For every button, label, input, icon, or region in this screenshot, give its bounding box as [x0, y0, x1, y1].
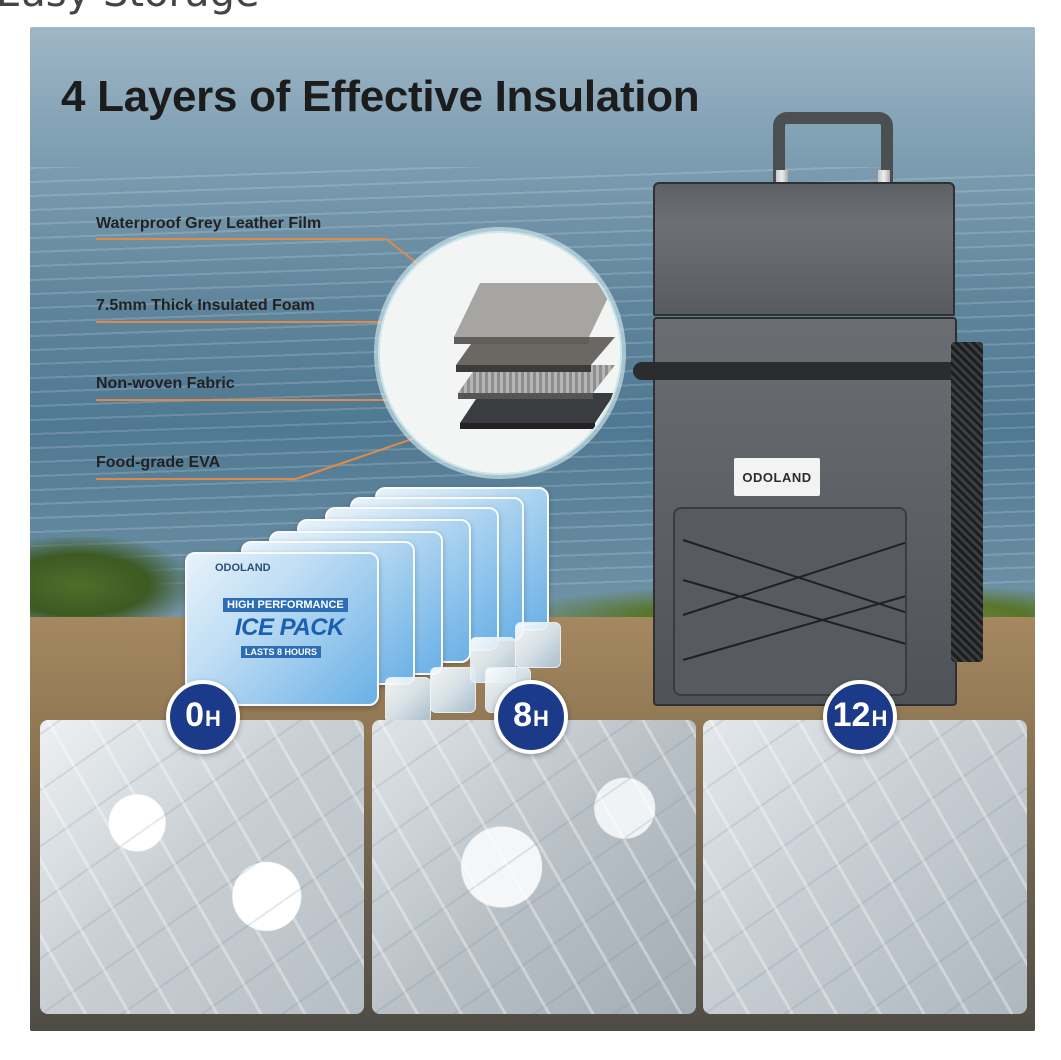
- ice-cube: [515, 622, 561, 668]
- front-pocket: [673, 507, 907, 696]
- leader-line-foam: [96, 321, 396, 323]
- trolley-handle: [773, 112, 893, 182]
- layer-label-foam: 7.5mm Thick Insulated Foam: [96, 297, 315, 314]
- ice-photo-12h: [703, 720, 1027, 1014]
- page-title: 4 Layers of Effective Insulation: [61, 72, 700, 121]
- side-mesh-pocket: [951, 342, 983, 662]
- layer-label-eva: Food-grade EVA: [96, 454, 221, 471]
- ice-cube: [430, 667, 476, 713]
- leader-line-eva: [96, 478, 296, 480]
- cooler-top-compartment: [653, 182, 955, 316]
- leader-line-film: [96, 238, 386, 240]
- leader-line-fabric: [96, 399, 396, 401]
- ice-pack-subtitle: LASTS 8 HOURS: [241, 646, 322, 658]
- ice-cube: [385, 677, 431, 723]
- ice-pack-brand: ODOLAND: [215, 562, 271, 574]
- layer-label-film: Waterproof Grey Leather Film: [96, 215, 322, 232]
- cooler-brand-label: ODOLAND: [734, 458, 820, 496]
- ice-pack-group: ODOLAND HIGH PERFORMANCE ICE PACK LASTS …: [185, 487, 561, 723]
- ice-photo-0h: [40, 720, 364, 1014]
- cooler-backpack: ODOLAND: [633, 112, 983, 706]
- layer-label-fabric: Non-woven Fabric: [96, 375, 235, 392]
- ice-photo-8h: [372, 720, 696, 1014]
- side-strap: [633, 362, 978, 380]
- ice-pack-title: ICE PACK: [235, 614, 344, 641]
- layer-stack-illustration: [454, 283, 615, 429]
- insulation-layers-closeup: [378, 231, 622, 475]
- section-heading-partial: Easy Storage: [0, 0, 260, 16]
- ice-pack: ODOLAND HIGH PERFORMANCE ICE PACK LASTS …: [185, 552, 379, 706]
- ice-pack-tag: HIGH PERFORMANCE: [223, 598, 348, 612]
